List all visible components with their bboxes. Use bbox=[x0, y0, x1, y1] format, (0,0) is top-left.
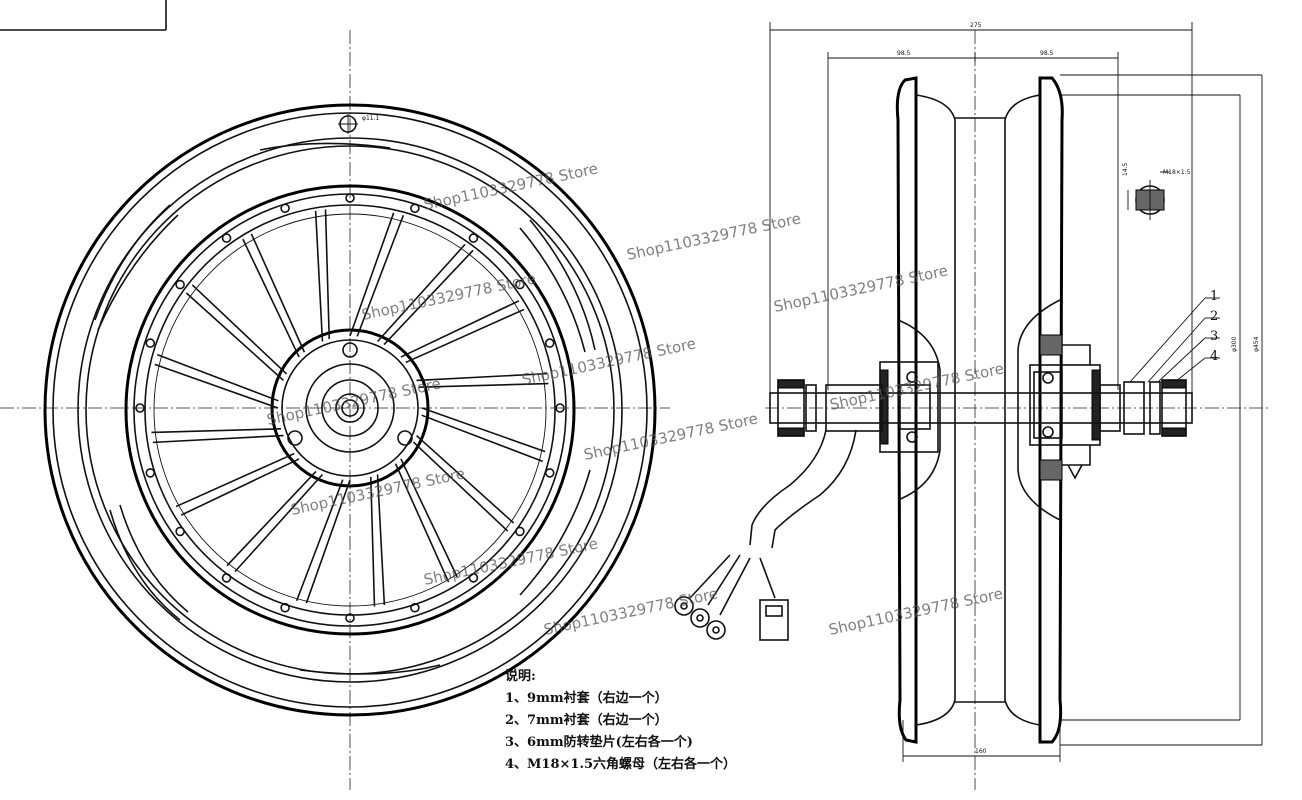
stator-bolt bbox=[410, 203, 420, 214]
title-block-fragment bbox=[0, 0, 167, 31]
note-item-4: 4、M18×1.5六角螺母（左右各一个） bbox=[505, 757, 737, 772]
stator-bolt bbox=[468, 573, 479, 583]
stator-bolt bbox=[175, 279, 185, 290]
spoke bbox=[151, 427, 284, 444]
watermark: Shop1103329778 Store bbox=[772, 261, 949, 316]
stator-bolt bbox=[145, 338, 156, 348]
note-item-1: 1、9mm衬套（右边一个） bbox=[505, 691, 668, 706]
stator-bolt bbox=[544, 468, 555, 478]
spoke bbox=[394, 458, 458, 583]
callout-1: 1 bbox=[1210, 289, 1218, 304]
stator-bolt bbox=[175, 526, 185, 537]
side-view: 275 98.5 98.5 φ300 φ454 160 bbox=[674, 22, 1270, 790]
stator-bolt bbox=[468, 233, 479, 243]
spoke bbox=[185, 284, 288, 382]
front-view: φ11.1 bbox=[0, 30, 670, 790]
stator-bolt bbox=[515, 526, 525, 537]
spoke bbox=[242, 233, 306, 358]
callout-3: 3 bbox=[1210, 329, 1218, 344]
notes-block: 说明: 1、9mm衬套（右边一个） 2、7mm衬套（右边一个） 3、6mm防转垫… bbox=[505, 666, 736, 776]
stator-bolt bbox=[515, 279, 525, 290]
watermark: Shop1103329778 Store bbox=[520, 334, 697, 389]
spoke bbox=[349, 212, 405, 337]
watermark: Shop1103329778 Store bbox=[422, 159, 599, 214]
dim-overall-height: φ454 bbox=[1253, 336, 1260, 352]
watermarks: Shop1103329778 Store Shop1103329778 Stor… bbox=[265, 159, 1005, 639]
callout-leaders bbox=[1129, 297, 1220, 383]
spoke bbox=[175, 452, 300, 516]
stator-bolt bbox=[221, 233, 232, 243]
spoke bbox=[295, 479, 351, 604]
stator-bolt bbox=[345, 613, 355, 623]
stator-bolt bbox=[221, 573, 232, 583]
spoke bbox=[314, 209, 331, 342]
stator-bolt bbox=[145, 468, 156, 478]
spoke bbox=[421, 407, 546, 463]
note-item-2: 2、7mm衬套（右边一个） bbox=[505, 713, 668, 728]
thread-dimension: M18×1.5 bbox=[1163, 169, 1191, 176]
front-hole-dimension: φ11.1 bbox=[362, 115, 380, 122]
spoke bbox=[416, 372, 549, 389]
spoke bbox=[369, 474, 386, 607]
spoke bbox=[376, 243, 474, 346]
spokes bbox=[151, 209, 549, 607]
dim-bottom-width: 160 bbox=[975, 748, 987, 755]
flat-dimension: 14.5 bbox=[1122, 162, 1129, 176]
dim-top-left: 98.5 bbox=[897, 50, 911, 57]
watermark: Shop1103329778 Store bbox=[422, 534, 599, 589]
spoke bbox=[400, 300, 525, 364]
watermark: Shop1103329778 Store bbox=[625, 209, 802, 264]
stator-bolt bbox=[280, 203, 290, 214]
stator-bolt bbox=[345, 193, 355, 203]
stator-bolt bbox=[544, 338, 555, 348]
dim-top-total: 275 bbox=[970, 22, 982, 29]
right-hub-section bbox=[1029, 334, 1101, 481]
thread-detail: M18×1.5 14.5 bbox=[1122, 162, 1191, 220]
stator-bolt bbox=[410, 602, 420, 613]
spoke bbox=[412, 434, 515, 532]
note-item-3: 3、6mm防转垫片(左右各一个) bbox=[505, 735, 693, 750]
watermark: Shop1103329778 Store bbox=[582, 409, 759, 464]
motor-cable bbox=[674, 429, 857, 641]
stator-bolt bbox=[280, 602, 290, 613]
stator-bolt bbox=[555, 403, 565, 413]
callout-2: 2 bbox=[1210, 309, 1218, 324]
spoke bbox=[226, 470, 324, 573]
stator-bolts bbox=[135, 193, 565, 623]
notes-title: 说明: bbox=[505, 669, 536, 684]
stator-bolt bbox=[135, 403, 145, 413]
left-hub-section bbox=[879, 361, 939, 453]
dim-rim-height: φ300 bbox=[1231, 336, 1238, 352]
spoke bbox=[154, 353, 279, 409]
callout-4: 4 bbox=[1210, 349, 1218, 364]
dim-top-right: 98.5 bbox=[1040, 50, 1054, 57]
